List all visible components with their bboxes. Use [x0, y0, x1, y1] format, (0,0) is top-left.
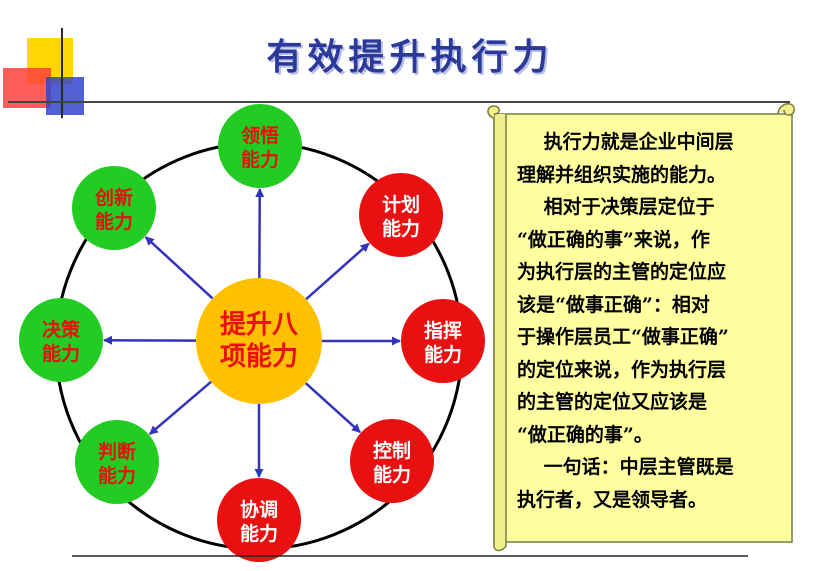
- node-label-line: 能力: [240, 522, 278, 545]
- node-label-line: 能力: [98, 464, 136, 487]
- node-label-line: 能力: [424, 343, 462, 366]
- scroll-line: 执行力就是企业中间层: [543, 131, 734, 153]
- scroll-left-curl: [487, 105, 500, 119]
- node-label-line: 计划: [382, 193, 420, 216]
- scroll-line: 执行者，又是领导者。: [517, 488, 708, 511]
- blue-square: [46, 77, 84, 115]
- scroll-left-roll: [493, 114, 507, 552]
- scroll-line: “做正确的事”来说，作: [517, 228, 710, 251]
- scroll-line: 相对于决策层定位于: [543, 196, 715, 218]
- scroll-line: 于操作层员工“做事正确”: [517, 326, 729, 348]
- center-circle: [196, 278, 322, 404]
- corner-decoration: [3, 28, 790, 118]
- arrow-4: [304, 382, 361, 434]
- arrows-group: [102, 187, 401, 478]
- node-label-line: 创新: [94, 186, 133, 209]
- scroll-banner: [487, 103, 795, 552]
- node-label-line: 能力: [382, 217, 420, 240]
- center-label-line-2: 项能力: [220, 341, 298, 372]
- scroll-line: 一句话：中层主管既是: [543, 456, 734, 478]
- scroll-line: 为执行层的主管的定位应: [517, 261, 727, 283]
- node-circle: [75, 420, 159, 504]
- slide-title: 有效提升执行力: [266, 36, 554, 78]
- scroll-line: 理解并组织实施的能力。: [517, 163, 727, 186]
- scroll-line: 的主管的定位又应该是: [517, 391, 708, 413]
- center-label-line-1: 提升八: [220, 310, 299, 340]
- node-label-line: 能力: [241, 148, 279, 171]
- node-label-line: 能力: [373, 463, 411, 486]
- node-circle: [359, 173, 443, 257]
- node-label-line: 能力: [95, 210, 133, 233]
- node-label-line: 控制: [373, 439, 411, 462]
- node-label-line: 指挥: [424, 320, 462, 342]
- node-circle: [217, 478, 301, 562]
- node-label-line: 决策: [42, 318, 81, 341]
- center-node: 提升八 项能力: [196, 278, 322, 404]
- scroll-line: 的定位来说，作为执行层: [517, 358, 727, 381]
- node-circle: [218, 104, 302, 188]
- node-label-line: 判断: [98, 440, 136, 463]
- node-label-line: 领悟: [241, 124, 279, 147]
- node-circle: [350, 419, 434, 503]
- node-circle: [401, 299, 485, 383]
- arrow-6: [148, 380, 212, 436]
- scroll-body: [493, 113, 793, 543]
- node-circle: [19, 298, 103, 382]
- scroll-line: “做正确的事”。: [517, 423, 653, 446]
- scroll-top-curl: [777, 103, 795, 116]
- scroll-text: 执行力就是企业中间层 理解并组织实施的能力。 相对于决策层定位于 “做正确的事”…: [517, 126, 787, 516]
- node-circle: [72, 166, 156, 250]
- arrow-8: [144, 236, 214, 300]
- node-label-line: 协调: [240, 498, 278, 521]
- arrow-2: [305, 242, 370, 301]
- node-label-line: 能力: [42, 342, 80, 365]
- scroll-line: 该是“做事正确”：相对: [517, 293, 710, 316]
